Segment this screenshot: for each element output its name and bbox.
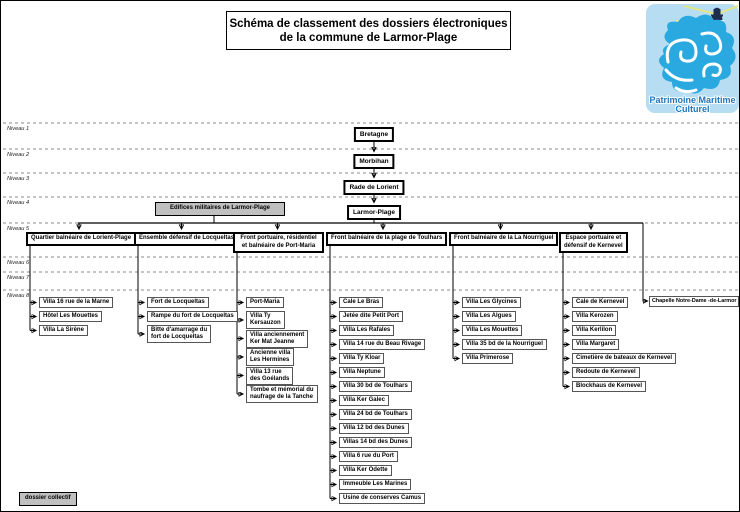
column-header: Front portuaire, résidentiel et balnéair… [233,232,324,253]
leaf-node: Villa Ker Galec [339,395,389,406]
leaf-node: Villa 13 rue des Goélands [246,366,294,385]
leaf-node: Villa 24 bd de Toulhars [339,409,412,420]
leaf-node: Villa Kerozen [572,311,618,322]
node-morbihan: Morbihan [353,154,395,169]
leaf-node: Cale de Kernevel [572,297,629,308]
leaf-node: Hôtel Les Mouettes [39,311,103,322]
leaf-node: Villa anciennement Ker Mat Jeanne [246,329,309,348]
niveau-label: Niveau 7 [7,275,30,281]
niveau-label: Niveau 5 [7,226,30,232]
leaf-node: Villa Neptune [339,367,385,378]
leaf-node: Cale Le Bras [339,297,384,308]
leaf-node: Villa Ty Kloar [339,353,385,364]
node-rade-de-lorient: Rade de Lorient [343,180,405,195]
leaf-node: Villa Margaret [572,339,620,350]
logo-text-line1: Patrimoine Maritime [650,95,736,105]
niveau-label: Niveau 1 [7,126,30,132]
leaf-node: Villa Les Mouettes [462,325,523,336]
leaf-node: Villas 14 bd des Dunes [339,437,412,448]
leaf-node: Fort de Locqueltas [147,297,209,308]
column-header: Ensemble défensif de Locqueltas [134,232,240,246]
node-bretagne: Bretagne [353,127,395,142]
logo-text: Patrimoine Maritime Culturel [649,94,737,113]
leaf-node: Villa Kerlilon [572,325,617,336]
leaf-node: Villa Les Rafales [339,325,395,336]
leaf-node: Port-Maria [246,297,284,308]
column-header: Espace portuaire et défensif de Kernevel [559,232,628,253]
leaf-node: Villa 12 bd des Dunes [339,423,409,434]
leaf-node: Villa Primerose [462,353,514,364]
leaf-node: Blockhaus de Kernevel [572,381,647,392]
leaf-node: Villa 35 bd de la Nourriguel [462,339,547,350]
diagram-title-line2: de la commune de Larmor-Plage [279,31,458,44]
leaf-node: Redoute de Kernevel [572,367,640,378]
leaf-node: Tombe et mémorial du naufrage de la Tanc… [246,385,318,403]
leaf-node: Villa Ty Kersauzon [246,311,285,329]
leaf-node: Villa 6 rue du Port [339,451,398,462]
leaf-node-chapelle: Chapelle Notre-Dame -de-Larmor [649,296,739,307]
leaf-node: Jetée dite Petit Port [339,311,404,322]
leaf-node: Villa 14 rue du Beau Rivage [339,339,426,350]
leaf-node: Immeuble Les Marines [339,479,412,490]
column-header: Quartier balnéaire de Lorient-Plage [26,232,137,246]
diagram-title-line1: Schéma de classement des dossiers électr… [229,17,508,30]
leaf-node: Villa 30 bd de Toulhars [339,381,412,392]
wave-icon [659,14,736,94]
niveau-label: Niveau 6 [7,260,30,266]
leaf-node: Ancienne villa Les Hermines [246,348,295,366]
legend-dossier-collectif: dossier collectif [19,492,77,506]
leaf-node: Cimetière de bateaux de Kernevel [572,353,677,364]
leaf-node: Villa Les Algues [462,311,516,322]
niveau-label: Niveau 4 [7,200,30,206]
diagram-title: Schéma de classement des dossiers électr… [226,11,511,50]
column-header: Front balnéaire de la plage de Toulhars [326,232,448,246]
column-header: Front balnéaire de la La Nourriguel [449,232,559,246]
niveau-label: Niveau 8 [7,293,30,299]
niveau-label: Niveau 2 [7,152,30,158]
leaf-node: Villa La Sirène [39,325,88,336]
leaf-node: Rampe du fort de Locqueltas [147,311,238,322]
logo-text-line2: Culturel [675,104,709,113]
leaf-node: Villa Les Glycines [462,297,521,308]
leaf-node: Bitte d'amarrage du fort de Locqueltas [147,325,212,343]
leaf-node: Usine de conserves Camus [339,493,426,504]
node-larmor-plage: Larmor-Plage [347,205,401,220]
niveau-label: Niveau 3 [7,176,30,182]
collective-dossier-box: Edifices militaires de Larmor-Plage [155,202,285,216]
leaf-node: Villa Ker Odette [339,465,392,476]
patrimoine-maritime-logo: Patrimoine Maritime Culturel [646,4,739,113]
leaf-node: Villa 16 rue de la Marne [39,297,114,308]
